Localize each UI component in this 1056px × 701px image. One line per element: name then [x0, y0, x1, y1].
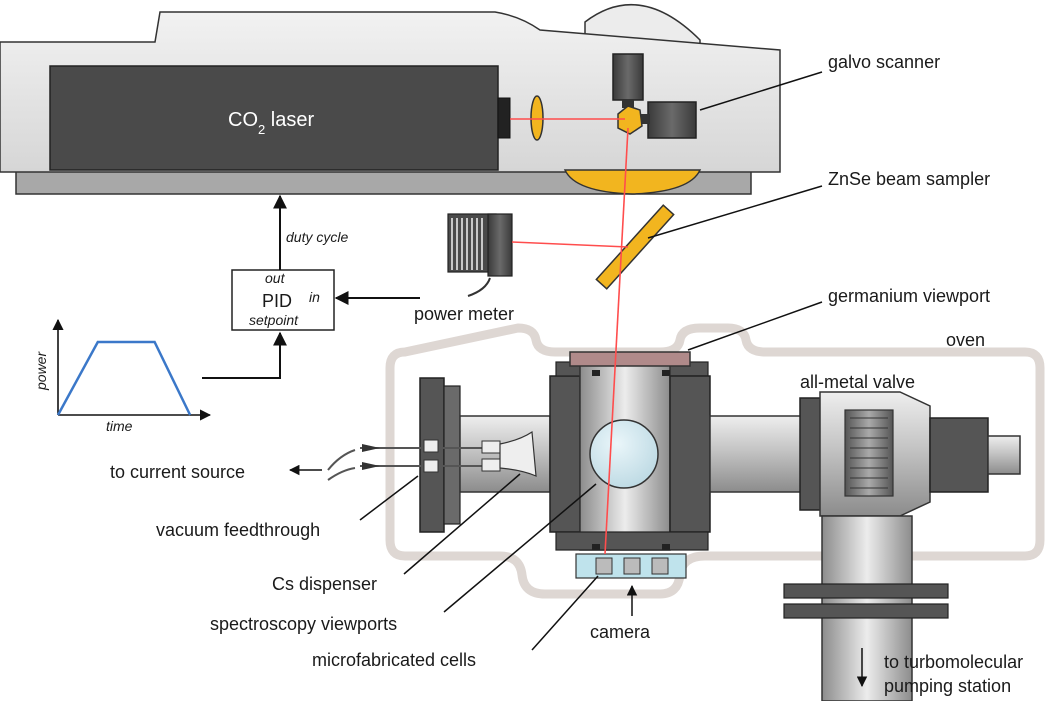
x-axis-label: time: [106, 418, 133, 434]
power-profile-line: [56, 340, 192, 416]
spectroscopy-window: [589, 419, 659, 489]
spectro-label: spectroscopy viewports: [210, 614, 397, 634]
focusing-lens: [530, 95, 544, 141]
germanium-label: germanium viewport: [828, 286, 990, 306]
laser-label: CO2 laser: [228, 109, 314, 137]
turbo-label-1: to turbomolecular: [884, 652, 1023, 672]
germanium-viewport: [569, 351, 691, 367]
camera-label: camera: [590, 622, 651, 642]
duty-cycle-label: duty cycle: [286, 229, 348, 245]
oven-label: oven: [946, 330, 985, 350]
laser-beam-to-cells: [604, 127, 629, 555]
pid-box: [231, 269, 335, 331]
power-meter-label: power meter: [414, 304, 514, 324]
pumping-line: [783, 515, 949, 701]
power-profile-chart: power time: [33, 318, 212, 434]
power-meter-fins: [451, 218, 483, 270]
leader-sampler: [647, 185, 823, 239]
valve-bellows-ribs: [850, 417, 888, 489]
pid-setpoint-label: setpoint: [249, 312, 299, 328]
leader-feedthrough: [359, 475, 419, 521]
leader-germanium: [687, 301, 823, 351]
current-source-label: to current source: [110, 462, 245, 482]
galvo-scanner: [612, 53, 697, 139]
pid-label: PID: [262, 291, 292, 311]
sampler-label: ZnSe beam sampler: [828, 169, 990, 189]
arrow-setpoint: [202, 331, 287, 379]
laser-beam-to-meter: [511, 241, 629, 248]
dispenser-label: Cs dispenser: [272, 574, 377, 594]
cs-dispenser-assembly: [327, 430, 537, 481]
leader-galvo: [699, 71, 823, 111]
all-metal-valve: [799, 391, 1021, 517]
leader-cells: [531, 575, 599, 651]
microfabricated-cells: [575, 553, 687, 579]
galvo-label: galvo scanner: [828, 52, 940, 72]
co2-laser-block: CO2 laser: [49, 65, 511, 171]
turbo-label-2: pumping station: [884, 676, 1011, 696]
leader-spectro: [443, 483, 597, 613]
y-axis-label: power: [33, 351, 49, 391]
pid-out-label: out: [265, 270, 286, 286]
valve-label: all-metal valve: [800, 372, 915, 392]
leader-dispenser: [403, 473, 521, 575]
znse-beam-sampler: [595, 204, 675, 290]
pid-in-label: in: [309, 289, 320, 305]
cells-label: microfabricated cells: [312, 650, 476, 670]
feedthrough-label: vacuum feedthrough: [156, 520, 320, 540]
vacuum-cross: [419, 359, 821, 551]
